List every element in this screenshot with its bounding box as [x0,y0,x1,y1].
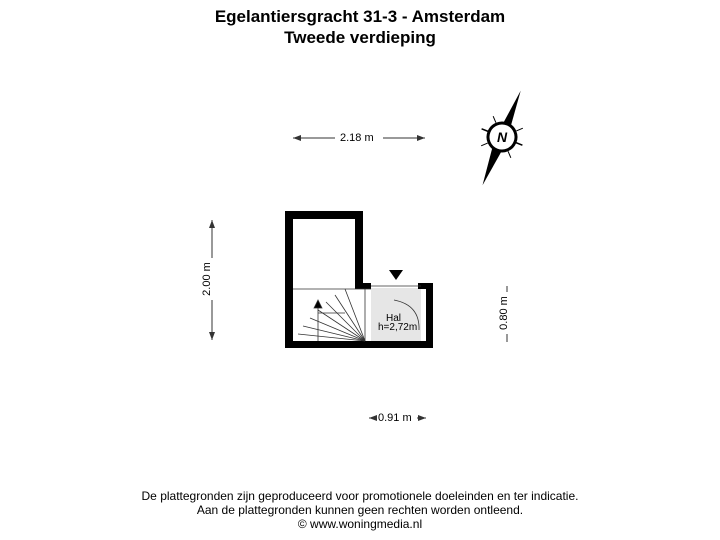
dimension-label-right: 0.80 m [497,296,510,330]
walls [285,211,433,348]
hall-floor [371,288,421,341]
compass-rose [480,90,524,186]
dimension-label-left: 2.00 m [200,262,213,296]
plan-title-floor: Tweede verdieping [284,28,436,47]
dimension-label-top: 2.18 m [340,132,374,144]
dimension-label-bottom: 0.91 m [378,412,412,424]
room-name-hal: Hal [386,313,402,324]
plan-title-address: Egelantiersgracht 31-3 - Amsterdam [214,7,506,26]
entrance-marker [389,270,403,280]
disclaimer-line-2: Aan de plattegronden kunnen geen rechten… [196,503,524,517]
disclaimer-line-1: De plattegronden zijn geproduceerd voor … [141,489,579,503]
room-height: h=2,72m [378,322,418,333]
staircase [293,285,421,342]
copyright-line: © www.woningmedia.nl [297,517,423,531]
compass-letter: N [497,129,508,145]
door-swing [393,299,420,331]
